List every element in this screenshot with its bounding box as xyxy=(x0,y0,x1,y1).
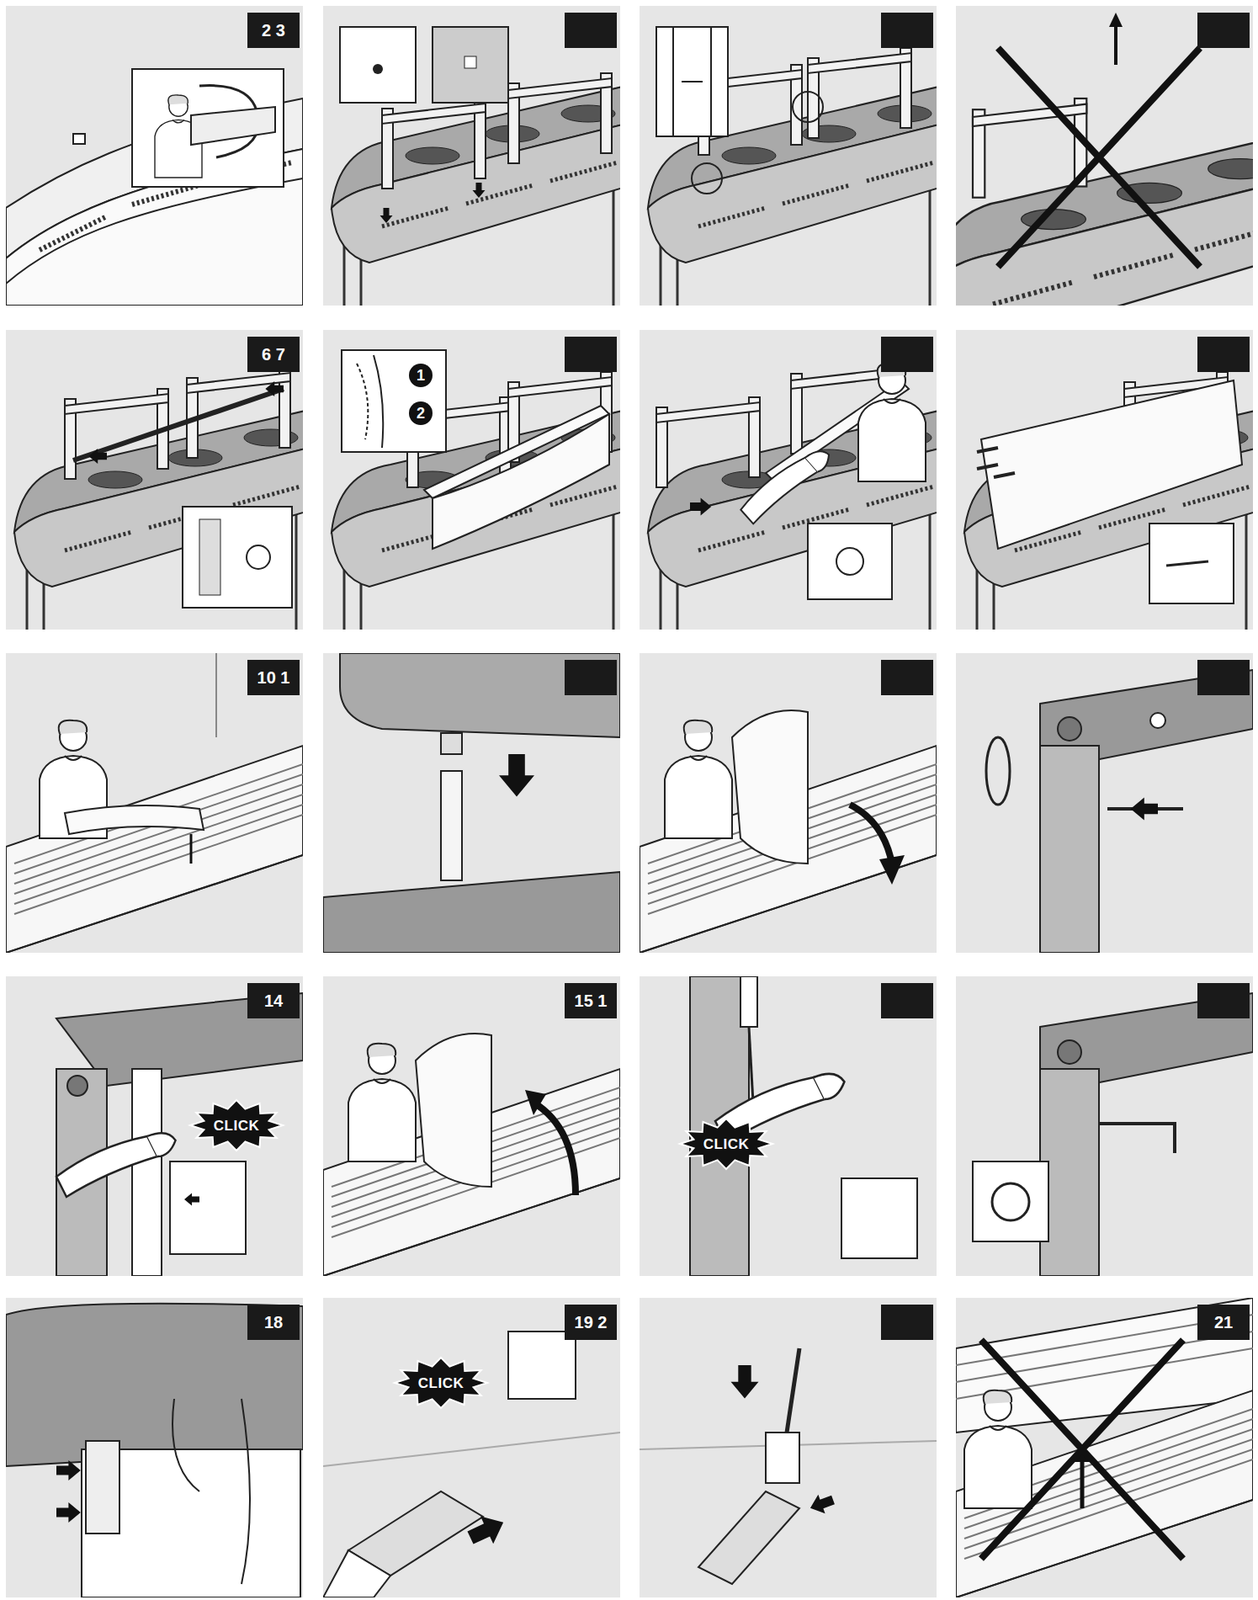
click-label: CLICK xyxy=(418,1375,464,1391)
step-number: 14 xyxy=(264,992,283,1009)
step-number: 2 3 xyxy=(261,21,286,39)
click-label: CLICK xyxy=(703,1136,749,1152)
step-number: 10 1 xyxy=(257,668,291,686)
callout-number: 2 xyxy=(416,405,425,421)
step-number: 18 xyxy=(264,1313,283,1331)
click-label: CLICK xyxy=(213,1118,260,1133)
step-number: 21 xyxy=(1214,1313,1233,1331)
step-number: 19 2 xyxy=(574,1313,608,1331)
step-number: 15 1 xyxy=(574,992,608,1009)
callout-number: 1 xyxy=(416,367,425,383)
step-number: 6 7 xyxy=(261,345,286,363)
